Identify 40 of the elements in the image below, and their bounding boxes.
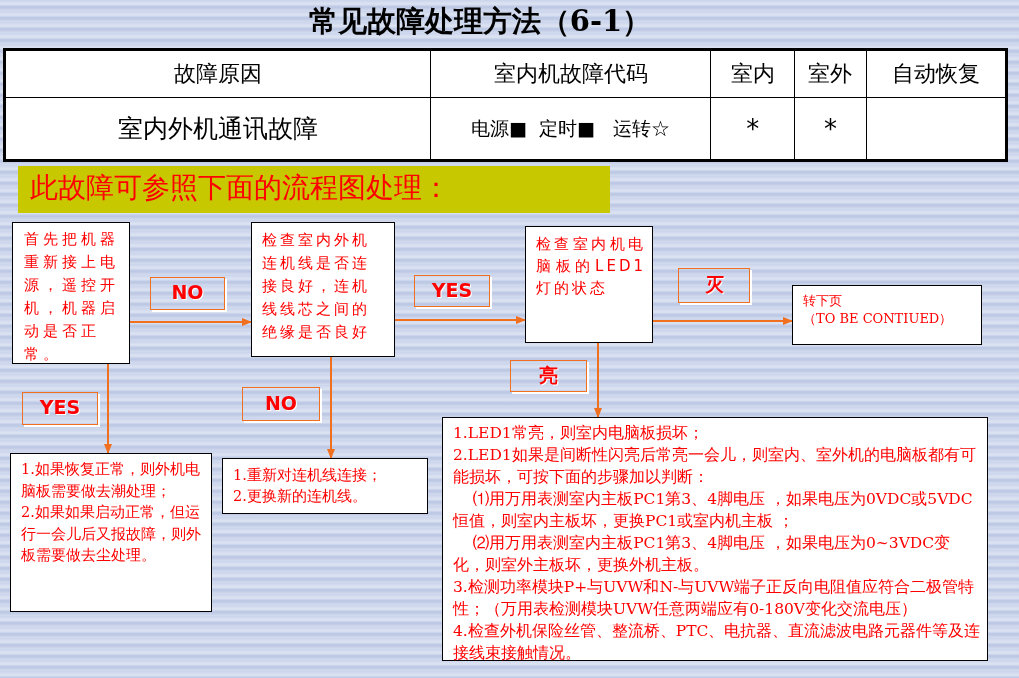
arrow: [327, 356, 335, 459]
arrow: [129, 318, 252, 326]
process-box: [251, 222, 395, 357]
process-box: [12, 222, 130, 364]
edge-label: YES: [414, 275, 490, 307]
box-text: 1.重新对连机线连接；: [233, 466, 383, 485]
edge-label: YES: [22, 392, 98, 425]
edge-label: 灭: [678, 268, 750, 303]
box-text: ⑵用万用表测室内主板PC1第3、4脚电压 ，如果电压为0~3VDC变化，则室外主板坏，更换外机主板。: [453, 533, 952, 576]
edge-label: NO: [150, 277, 225, 310]
box-text: 4.检查外机保险丝管、整流桥、PTC、电抗器、直流滤波电路元器件等及连接线束接触情况。: [453, 621, 981, 664]
box-text: 3.检测功率模块P+与UVW和N-与UVW端子正反向电阻值应符合二极管特性；（万用表检测模块UVW任意两端应有0-180V变化交流电压）: [453, 577, 976, 620]
table-header-cell: 室外: [794, 49, 867, 98]
edge-label: NO: [242, 387, 320, 421]
arrow: [652, 317, 793, 325]
arrow: [104, 363, 112, 454]
box-text: （TO BE CONTIUED）: [803, 310, 954, 328]
table-header-cell: 故障原因: [4, 49, 431, 98]
box-text: 检查室内外机连机线是否连接良好，连机线线芯之间的绝缘是否良好: [262, 230, 371, 343]
title: 常见故障处理方法（6-1）: [307, 3, 653, 40]
box-text: 1.如果恢复正常，则外机电脑板需要做去潮处理；: [21, 460, 201, 501]
box-text: 2.LED1如果是间断性闪亮后常亮一会儿，则室内、室外机的电脑板都有可能损坏，可按下面的步骤加以判断：: [453, 445, 977, 488]
arrow: [594, 342, 602, 418]
box-text: 2.如果如果启动正常，但运行一会儿后又报故障，则外板需要做去尘处理。: [21, 503, 202, 565]
arrow: [394, 316, 526, 324]
process-box: [525, 226, 653, 343]
table-header-cell: 室内机故障代码: [430, 49, 711, 98]
box-text: 检查室内机电脑板的LED1灯的状态: [536, 234, 646, 299]
table-header-cell: 室内: [710, 49, 795, 98]
banner: 此故障可参照下面的流程图处理：: [18, 166, 610, 213]
box-text: 1.LED1常亮，则室内电脑板损坏；: [453, 423, 705, 444]
box-text: ⑴用万用表测室内主板PC1第3、4脚电压 ，如果电压为0VDC或5VDC恒值，则室内主板坏，更换PC1或室内机主板 ；: [453, 489, 974, 532]
box-text: 2.更换新的连机线。: [233, 487, 368, 506]
box-text: 首先把机器重新接上电源，遥控开机，机器启动是否正常。: [24, 229, 120, 365]
process-box: [10, 453, 212, 612]
process-box: [222, 458, 428, 514]
process-box: [442, 417, 988, 661]
box-text: 转下页: [803, 292, 843, 310]
edge-label: 亮: [510, 360, 587, 392]
process-box: [792, 285, 982, 345]
